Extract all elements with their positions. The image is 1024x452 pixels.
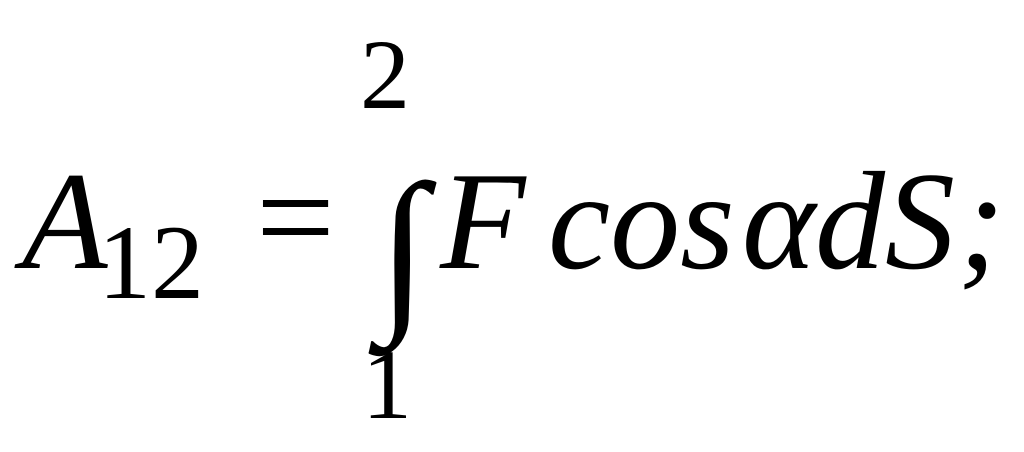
force-symbol: F [440, 144, 526, 299]
integral-upper-limit: 2 [360, 19, 410, 130]
integral-sign: ∫ [378, 148, 428, 347]
equals-sign: = [256, 140, 335, 295]
integral-lower-limit: 1 [362, 329, 412, 440]
cos-function: cos [548, 144, 735, 299]
semicolon: ; [958, 144, 1005, 299]
work-symbol: A [22, 144, 108, 299]
displacement-differential: dS [815, 144, 955, 299]
alpha-symbol: α [742, 144, 816, 299]
work-subscript: 12 [98, 204, 204, 321]
